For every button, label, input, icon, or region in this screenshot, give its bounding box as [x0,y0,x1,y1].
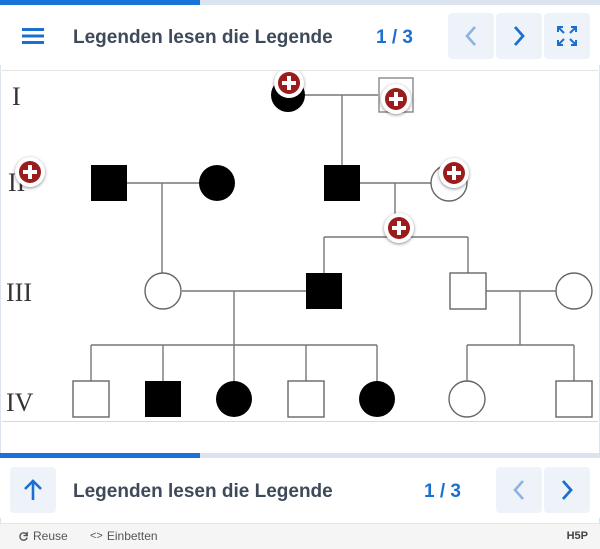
pedigree-male-unaffected [287,380,325,418]
next-slide-button[interactable] [496,13,542,59]
progress-fill [0,0,200,5]
hotspot-button-1[interactable] [274,71,304,98]
hotspot-button-2[interactable] [381,84,411,114]
pedigree-female-unaffected [144,272,182,310]
header-bar: Legenden lesen die Legende 1 / 3 [0,5,600,65]
scroll-up-button[interactable] [10,467,56,513]
hotspot-button-4[interactable] [439,158,469,188]
pedigree-male-affected [91,165,127,201]
fullscreen-button[interactable] [544,13,590,59]
menu-button[interactable] [10,13,56,59]
generation-label-4: IV [6,388,34,417]
progress-fill [0,453,200,458]
prev-slide-button-bottom[interactable] [496,467,542,513]
embed-label: Einbetten [106,529,158,543]
plus-icon [443,162,465,184]
slide-counter-bottom: 1 / 3 [424,481,461,502]
progress-bar-top [0,0,600,5]
slide-title-bottom: Legenden lesen die Legende [73,481,333,502]
slide-title: Legenden lesen die Legende [73,27,333,48]
chevron-right-icon [513,26,525,46]
plus-icon [388,217,410,239]
pedigree-female-affected [199,165,235,201]
pedigree-male-affected [145,381,181,417]
code-icon: <> [90,530,103,542]
embed-link[interactable]: <> Einbetten [90,529,158,543]
pedigree-female-unaffected [555,272,593,310]
pedigree-male-affected [306,273,342,309]
pedigree-male-unaffected [72,380,110,418]
pedigree-male-affected [324,165,360,201]
next-slide-button-bottom[interactable] [544,467,590,513]
pedigree-male-unaffected [449,272,487,310]
pedigree-male-unaffected [555,380,593,418]
pedigree-female-affected [359,381,395,417]
pedigree-image: I II III IV [2,70,598,422]
hotspot-button-5[interactable] [384,213,414,243]
plus-icon [385,88,407,110]
chevron-right-icon [561,480,573,500]
pedigree-female-unaffected [448,380,486,418]
fullscreen-icon [557,26,577,46]
pedigree-chart: I II III IV [6,77,593,418]
arrow-up-icon [24,479,42,500]
pedigree-female-affected [216,381,252,417]
menu-icon [22,28,44,44]
plus-icon [278,72,300,94]
refresh-icon [19,531,28,541]
footer: Reuse <> Einbetten H5P [0,523,600,549]
chevron-left-icon [465,26,476,46]
reuse-link[interactable]: Reuse [18,529,68,543]
generation-label-3: III [6,278,32,307]
progress-bar-bottom [0,453,600,458]
h5p-logo[interactable]: H5P [566,530,588,542]
slide-counter: 1 / 3 [376,27,413,48]
plus-icon [19,161,41,183]
prev-slide-button[interactable] [448,13,494,59]
bottom-nav-bar: Legenden lesen die Legende 1 / 3 [0,458,600,518]
chevron-left-icon [513,480,524,500]
reuse-label: Reuse [33,529,68,543]
generation-label-1: I [12,82,21,111]
hotspot-button-3[interactable] [15,157,45,187]
